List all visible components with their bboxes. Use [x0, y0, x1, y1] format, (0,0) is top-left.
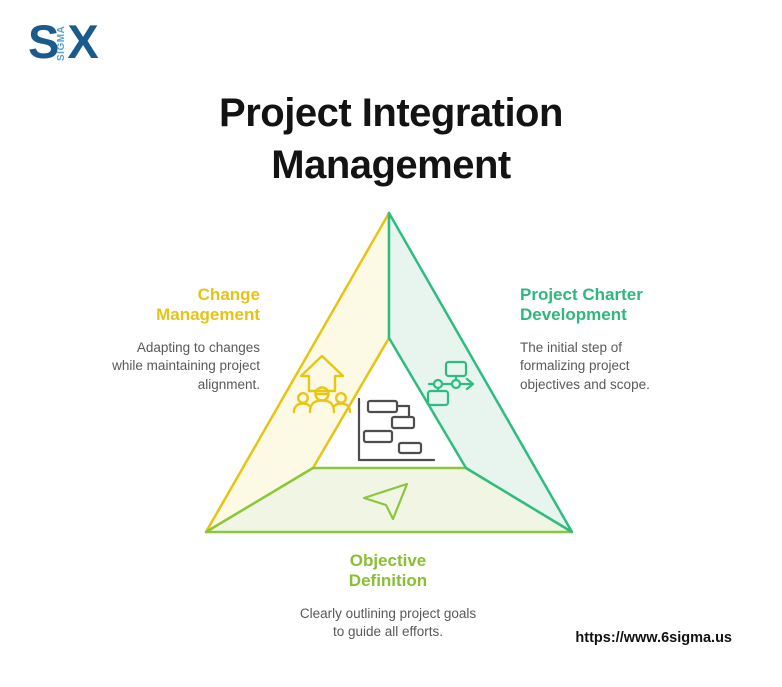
- logo-letter-s: S: [28, 15, 59, 69]
- website-url-link[interactable]: https://www.6sigma.us: [575, 630, 732, 646]
- objective-definition-label: Objective Definition Clearly outlining p…: [293, 551, 483, 642]
- six-sigma-logo: S SIGMA X: [28, 14, 99, 69]
- page-title: Project Integration Management: [219, 90, 563, 187]
- paper-plane-icon: [362, 482, 409, 521]
- project-charter-heading: Project Charter Development: [520, 285, 643, 325]
- segment-project-charter: [387, 211, 574, 534]
- people-growth-icon: [292, 354, 352, 414]
- logo-letter-x: X: [67, 15, 98, 69]
- change-management-description: Adapting to changes while maintaining pr…: [112, 339, 260, 393]
- flowchart-icon: [426, 360, 475, 407]
- objective-definition-description: Clearly outlining project goals to guide…: [299, 605, 477, 640]
- gantt-chart-icon: [357, 397, 436, 462]
- change-management-label: Change Management Adapting to changes wh…: [110, 285, 260, 395]
- objective-definition-heading: Objective Definition: [348, 551, 428, 591]
- project-charter-label: Project Charter Development The initial …: [520, 285, 685, 395]
- change-management-heading: Change Management: [156, 285, 260, 325]
- project-charter-description: The initial step of formalizing project …: [520, 339, 650, 393]
